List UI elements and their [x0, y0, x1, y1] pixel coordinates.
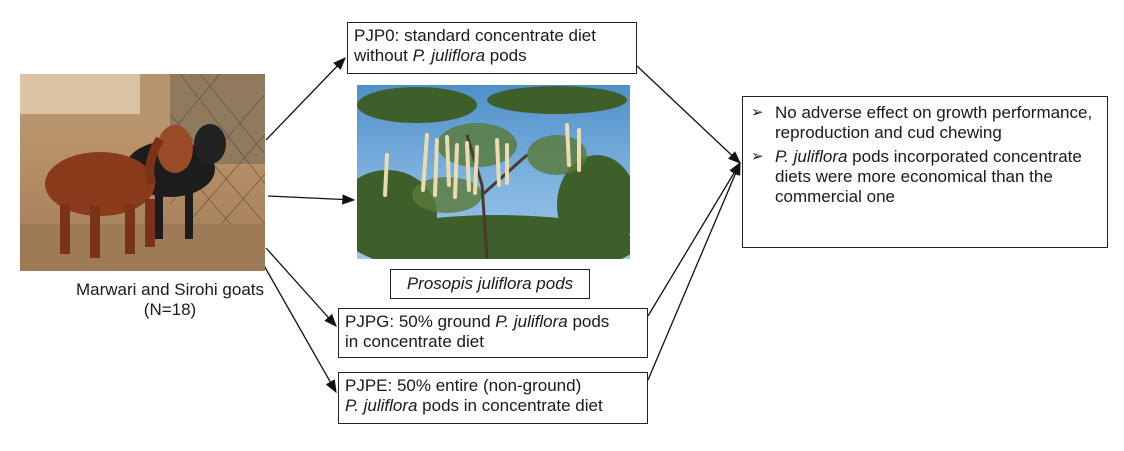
arrowhead-bullet-icon: ➢ [751, 148, 764, 165]
arrow-goats-to-pods [267, 194, 356, 205]
arrow-pjp0-to-results [636, 65, 741, 164]
arrow-goats-to-pjp0 [265, 57, 346, 141]
pjpe-line2: P. juliflora pods in concentrate diet [345, 396, 603, 415]
goats-caption-line1: Marwari and Sirohi goats [75, 280, 265, 299]
pods-caption: Prosopis juliflora pods [390, 269, 590, 299]
arrow-pjpe-to-results [647, 161, 741, 381]
pjp0-line2: without P. juliflora pods [354, 46, 527, 65]
treatment-pjpg-box: PJPG: 50% ground P. juliflora pods in co… [338, 308, 648, 358]
goats-caption-line2: (N=18) [143, 300, 197, 319]
treatment-pjp0-box: PJP0: standard concentrate diet without … [347, 22, 637, 74]
pjpg-line2: in concentrate diet [345, 332, 484, 351]
goats-caption: Marwari and Sirohi goats (N=18) [20, 280, 320, 320]
pjpg-line1: PJPG: 50% ground P. juliflora pods [345, 312, 610, 331]
result-item-1: ➢ No adverse effect on growth performanc… [751, 103, 1093, 142]
pjp0-line1: PJP0: standard concentrate diet [354, 26, 596, 45]
results-box: ➢ No adverse effect on growth performanc… [742, 96, 1108, 248]
pjpe-line1: PJPE: 50% entire (non-ground) [345, 376, 582, 395]
results-list: ➢ No adverse effect on growth performanc… [751, 103, 1099, 207]
arrow-pjpg-to-results [647, 161, 741, 317]
result-item-2: ➢ P. juliflora pods incorporated concent… [751, 147, 1082, 206]
prosopis-pods-photo [357, 85, 630, 259]
goats-photo [20, 74, 265, 271]
arrow-goats-to-pjpe [261, 261, 337, 394]
arrow-goats-to-pjpg [265, 247, 337, 327]
arrowhead-bullet-icon: ➢ [751, 104, 764, 121]
treatment-pjpe-box: PJPE: 50% entire (non-ground) P. juliflo… [338, 372, 648, 424]
